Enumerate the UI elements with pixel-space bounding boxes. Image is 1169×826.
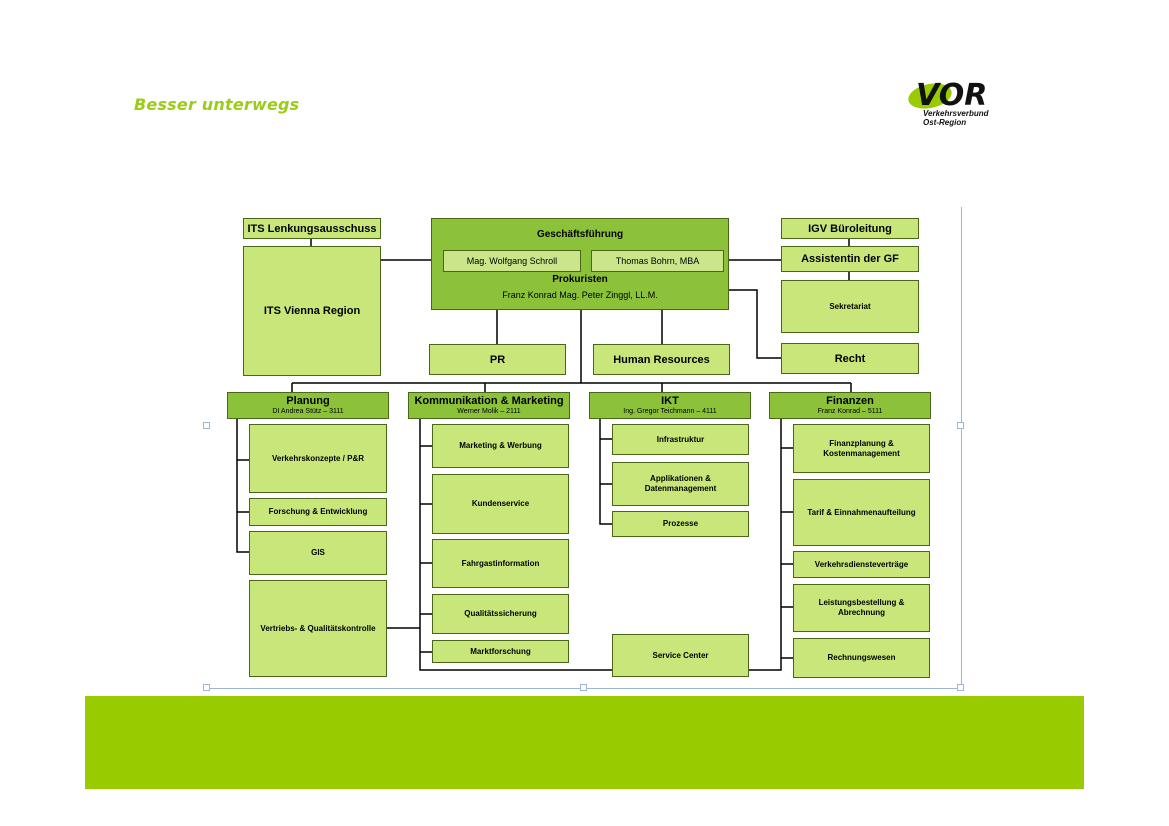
dept-item: Leistungsbestellung &Abrechnung [793,584,930,632]
resize-handle[interactable] [203,684,210,691]
dept-item: Forschung & Entwicklung [249,498,387,526]
dept-item: Service Center [612,634,749,677]
dept-item: Verkehrskonzepte / P&R [249,424,387,493]
its-vienna-region-box: ITS Vienna Region [243,246,381,376]
gf-person-1: Mag. Wolfgang Schroll [443,250,581,272]
logo-text: VOR [916,78,987,113]
dept-item: Prozesse [612,511,749,537]
dept-item: Infrastruktur [612,424,749,455]
dept-item: Finanzplanung &Kostenmanagement [793,424,930,473]
dept-item: Marktforschung [432,640,569,663]
logo-sub1: Verkehrsverbund [923,109,989,118]
human-resources-box: Human Resources [593,344,730,375]
gf-person-2: Thomas Bohrn, MBA [591,250,724,272]
geschaeftsfuehrung-box: Geschäftsführung Mag. Wolfgang Schroll T… [431,218,729,310]
dept-item: Tarif & Einnahmenaufteilung [793,479,930,546]
dept-item: Kundenservice [432,474,569,534]
prokuristen-title: Prokuristen [552,274,608,285]
dept-item: Vertriebs- & Qualitätskontrolle [249,580,387,677]
dept-item: Applikationen &Datenmanagement [612,462,749,506]
pr-box: PR [429,344,566,375]
resize-handle[interactable] [957,684,964,691]
gf-title: Geschäftsführung [536,229,624,240]
prokuristen-names: Franz Konrad Mag. Peter Zinggl, LL.M. [502,290,658,300]
dept-item: Fahrgastinformation [432,539,569,588]
logo-sub2: Ost-Region [923,118,967,127]
assistentin-gf-box: Assistentin der GF [781,246,919,272]
footer-band [85,696,1084,789]
dept-item: GIS [249,531,387,575]
its-lenkungsausschuss-box: ITS Lenkungsausschuss [243,218,381,239]
resize-handle[interactable] [580,684,587,691]
resize-handle[interactable] [203,422,210,429]
recht-box: Recht [781,343,919,374]
igv-bueroleitung-box: IGV Büroleitung [781,218,919,239]
dept-item: Rechnungswesen [793,638,930,678]
dept-item: Qualitätssicherung [432,594,569,634]
dept-item: Marketing & Werbung [432,424,569,468]
dept-item: Verkehrsdiensteverträge [793,551,930,578]
vor-logo-mark: VOR [908,78,987,113]
sekretariat-box: Sekretariat [781,280,919,333]
tagline: Besser unterwegs [134,95,300,114]
resize-handle[interactable] [957,422,964,429]
